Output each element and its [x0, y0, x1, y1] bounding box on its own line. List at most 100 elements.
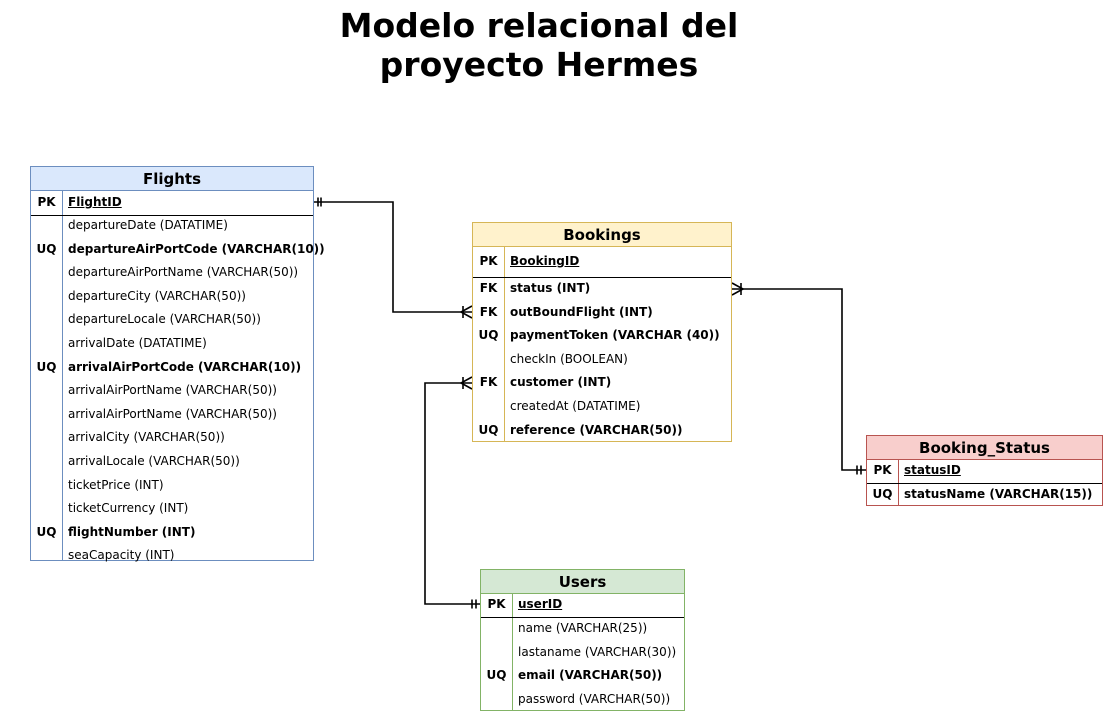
column-definition: departureLocale (VARCHAR(50)) [68, 312, 261, 327]
relation-flights-bookings [314, 201, 472, 313]
column-definition: paymentToken (VARCHAR (40)) [510, 328, 720, 343]
column-definition: arrivalAirPortName (VARCHAR(50)) [68, 406, 277, 421]
column-row-arrivalairportname[interactable]: arrivalAirPortName (VARCHAR(50)) [31, 383, 313, 401]
column-row-checkin[interactable]: checkIn (BOOLEAN) [473, 352, 731, 370]
column-row-password[interactable]: password (VARCHAR(50)) [481, 692, 684, 710]
bookings-table-title: Bookings [473, 223, 731, 247]
pk-separator [473, 277, 731, 278]
column-definition: ticketCurrency (INT) [68, 501, 189, 516]
column-row-departureairportcode[interactable]: UQ departureAirPortCode (VARCHAR(10)) [31, 241, 325, 260]
column-row-arrivallocale[interactable]: arrivalLocale (VARCHAR(50)) [31, 454, 313, 472]
column-definition: checkIn (BOOLEAN) [510, 351, 628, 366]
column-row-departureairportname[interactable]: departureAirPortName (VARCHAR(50)) [31, 265, 313, 283]
primary-key-row[interactable]: PK statusID [867, 463, 1102, 481]
key-badge: UQ [872, 487, 893, 501]
key-badge: UQ [486, 668, 507, 683]
column-row-outboundflight[interactable]: FK outBoundFlight (INT) [473, 305, 731, 323]
column-row-email[interactable]: UQ email (VARCHAR(50)) [481, 668, 684, 686]
pk-separator [31, 215, 313, 216]
column-definition: outBoundFlight (INT) [510, 304, 653, 319]
column-definition: seaCapacity (INT) [68, 548, 175, 563]
primary-key-name: statusID [904, 463, 961, 477]
column-row-departurelocale[interactable]: departureLocale (VARCHAR(50)) [31, 312, 313, 330]
primary-key-row[interactable]: PK userID [481, 597, 684, 615]
key-badge: UQ [36, 359, 57, 374]
column-row-departurecity[interactable]: departureCity (VARCHAR(50)) [31, 289, 313, 307]
column-definition: ticketPrice (INT) [68, 477, 164, 492]
primary-key-name: userID [518, 597, 563, 611]
column-definition: departureAirPortName (VARCHAR(50)) [68, 265, 299, 280]
column-definition: arrivalDate (DATATIME) [68, 336, 207, 350]
column-row-arrivalcity[interactable]: arrivalCity (VARCHAR(50)) [31, 430, 313, 448]
column-definition: departureAirPortCode (VARCHAR(10)) [68, 241, 325, 256]
column-row-arrivalairportname[interactable]: arrivalAirPortName (VARCHAR(50)) [31, 407, 313, 425]
key-badge-pk: PK [487, 597, 506, 611]
key-badge-pk: PK [37, 195, 56, 209]
key-badge: UQ [36, 524, 57, 539]
column-definition: status (INT) [510, 281, 591, 295]
column-definition: createdAt (DATATIME) [510, 399, 641, 413]
primary-key-row[interactable]: PK FlightID [31, 195, 313, 213]
title-line-1: Modelo relacional del [339, 6, 739, 45]
column-definition: arrivalAirPortName (VARCHAR(50)) [68, 383, 277, 398]
column-definition: password (VARCHAR(50)) [518, 691, 671, 706]
column-row-arrivaldate[interactable]: arrivalDate (DATATIME) [31, 336, 313, 354]
many-marker-bookings-outbound [459, 305, 473, 319]
title-line-2: proyecto Hermes [379, 45, 699, 84]
relation-users-bookings [424, 382, 480, 605]
column-divider [62, 191, 63, 560]
column-definition: email (VARCHAR(50)) [518, 668, 663, 683]
column-definition: arrivalLocale (VARCHAR(50)) [68, 454, 240, 468]
primary-key-name: BookingID [510, 254, 580, 268]
booking-status-table-title: Booking_Status [867, 436, 1102, 460]
column-row-ticketprice[interactable]: ticketPrice (INT) [31, 478, 313, 496]
column-definition: lastaname (VARCHAR(30)) [518, 644, 677, 659]
key-badge: FK [479, 304, 498, 319]
column-divider [512, 594, 513, 710]
column-definition: arrivalCity (VARCHAR(50)) [68, 430, 225, 445]
column-definition: reference (VARCHAR(50)) [510, 422, 683, 437]
column-row-lastaname[interactable]: lastaname (VARCHAR(30)) [481, 645, 684, 663]
key-badge-pk: PK [479, 254, 498, 268]
column-row-flightnumber[interactable]: UQ flightNumber (INT) [31, 525, 313, 543]
primary-key-name: FlightID [68, 195, 122, 209]
key-badge: UQ [36, 241, 57, 256]
key-badge: FK [479, 281, 498, 295]
column-row-statusname[interactable]: UQ statusName (VARCHAR(15)) [867, 487, 1102, 505]
column-definition: flightNumber (INT) [68, 524, 196, 539]
column-definition: arrivalAirPortCode (VARCHAR(10)) [68, 359, 302, 374]
column-divider [898, 460, 899, 505]
column-divider [504, 247, 505, 441]
column-definition: departureCity (VARCHAR(50)) [68, 288, 246, 303]
flights-table-title: Flights [31, 167, 313, 191]
relation-status-bookings [732, 288, 866, 471]
column-row-departuredate[interactable]: departureDate (DATATIME) [31, 218, 313, 236]
column-row-ticketcurrency[interactable]: ticketCurrency (INT) [31, 501, 313, 519]
column-row-customer[interactable]: FK customer (INT) [473, 375, 731, 393]
users-table-title: Users [481, 570, 684, 594]
many-marker-bookings-customer [459, 376, 473, 390]
many-marker-bookings-status [731, 282, 745, 296]
column-row-status[interactable]: FK status (INT) [473, 281, 731, 299]
primary-key-row[interactable]: PK BookingID [473, 254, 731, 272]
diagram-title: Modelo relacional del proyecto Hermes [0, 6, 1078, 84]
column-definition: customer (INT) [510, 375, 612, 390]
column-row-arrivalairportcode[interactable]: UQ arrivalAirPortCode (VARCHAR(10)) [31, 360, 313, 378]
column-definition: statusName (VARCHAR(15)) [904, 487, 1093, 501]
column-row-seacapacity[interactable]: seaCapacity (INT) [31, 548, 313, 566]
key-badge: FK [479, 375, 498, 390]
column-row-name[interactable]: name (VARCHAR(25)) [481, 621, 684, 639]
column-row-createdat[interactable]: createdAt (DATATIME) [473, 399, 731, 417]
key-badge-pk: PK [873, 463, 892, 477]
pk-separator [867, 483, 1102, 484]
column-row-reference[interactable]: UQ reference (VARCHAR(50)) [473, 423, 731, 441]
column-definition: name (VARCHAR(25)) [518, 621, 648, 635]
pk-separator [481, 617, 684, 618]
key-badge: UQ [478, 422, 499, 437]
